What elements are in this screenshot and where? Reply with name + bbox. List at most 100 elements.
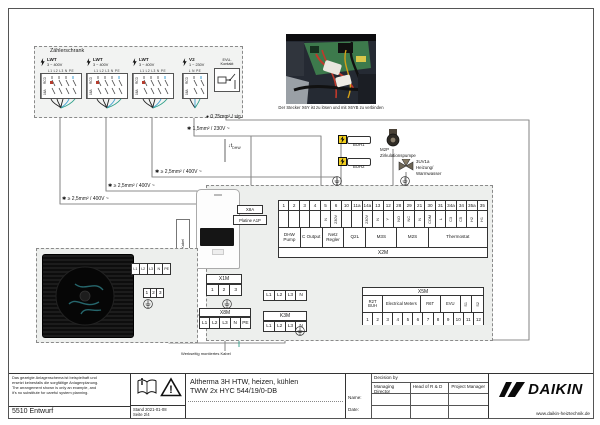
terminal-cell: 2 <box>150 289 158 297</box>
terminal-cell: 1 <box>207 285 219 295</box>
x5m-group: R2T BUH <box>363 296 384 312</box>
title-block: Das gezeigte Anlagenschema ist beispielh… <box>9 373 593 418</box>
ground-icon <box>143 299 153 309</box>
wire-stubs <box>189 99 201 109</box>
terminal-cell: 31 <box>435 201 447 210</box>
dot-icon: ● <box>206 114 210 120</box>
svg-text:!: ! <box>169 384 173 396</box>
photo-caption: Der Stecker X6Y ist zu lösen und mit X6Y… <box>278 105 384 110</box>
decision-col: Head of R & D <box>410 383 450 394</box>
ground-icon <box>400 176 410 186</box>
disclaimer-line: it's no substitute for careful system pl… <box>12 389 89 395</box>
boh1-heater-symbol <box>347 136 371 144</box>
disclaimer-line: ersetzt keinesfalls die sorgfältige Anla… <box>12 379 99 385</box>
evu-kontakt-label-2: Kontakt <box>220 62 234 67</box>
terminal-cell: PE <box>240 318 251 328</box>
terminal-cell: N <box>296 291 306 300</box>
outdoor-power-terminals: L1 L2 L3 N PE <box>131 263 171 275</box>
terminal-cell: 4 <box>310 201 321 210</box>
breaker-box: RCD 16A <box>132 73 174 99</box>
x2m-group: M3S <box>366 228 398 247</box>
doc-number: 5510 Entwurf <box>9 406 130 418</box>
terminal-cell: 3 <box>157 289 164 297</box>
terminal-cell: L3 <box>220 318 231 328</box>
terminal-cell: 8 <box>433 313 444 325</box>
outdoor-unit-drawing <box>42 254 134 338</box>
terminal-cell: L3 <box>285 322 297 331</box>
name-row-label: Name: <box>346 394 372 406</box>
terminal-cell: 12 <box>473 313 483 325</box>
terminal-cell: 10 <box>453 313 464 325</box>
terminal-cell: PE <box>163 264 170 274</box>
uv3-label: 3UV1a <box>416 159 430 164</box>
evu-kontakt: EVU- Kontakt <box>214 58 240 93</box>
decision-col: Project Manager <box>449 383 488 394</box>
cable-label-230v: ✱ 1,5mm² / 230V ~ <box>187 126 230 132</box>
x1m-label: X1M <box>206 274 242 284</box>
meter-cabinet-title: Zählerschrank <box>50 48 85 54</box>
terminal-cell: L2 <box>139 264 148 274</box>
x5m-name-bar: X5M <box>362 287 484 296</box>
drawing-title-line1: Altherma 3H HTW, heizen, kühlen <box>190 377 299 386</box>
wire-stubs <box>50 99 76 109</box>
uv3-desc1: Heizung/ <box>416 165 434 170</box>
m2p-label: M2P <box>380 147 390 152</box>
outdoor-unit-box <box>36 248 198 343</box>
breaker-voltage: 3 ~ 400V <box>139 62 155 67</box>
wire-stubs <box>96 99 122 109</box>
x8a-box: X8A <box>237 205 263 214</box>
x8m-terminals: L1 L2 L3 N PE <box>199 317 251 329</box>
breaker-voltage: 1 ~ 230V <box>189 62 205 67</box>
boh1-label: BOH1 <box>353 142 365 147</box>
breaker-wire-labels: L1 L2 L3 N PE <box>48 69 74 73</box>
drawing-title-line2: TWW 2x HYC 544/19/0-DB <box>190 386 278 395</box>
outdoor-comm-terminals: 1 2 3 <box>143 288 164 298</box>
breaker-switch-symbols <box>96 76 123 95</box>
evu-kontakt-label-1: EVU- <box>222 58 232 62</box>
boh2-heater-symbol <box>347 158 371 166</box>
x5m-group: S2 <box>472 296 483 312</box>
x2m-name-bar: X2M <box>278 248 488 258</box>
pcb-photo: Der Stecker X6Y ist zu lösen und mit X6Y… <box>278 34 384 110</box>
page-ref: Seite 2/4 <box>133 412 150 417</box>
terminal-cell: 6 <box>413 313 424 325</box>
boh2-lightning-icon <box>338 157 347 166</box>
brand-cell: DAIKIN www.daikin-heiztechnik.de <box>489 374 593 418</box>
factory-cable-note-bottom: Werkseitig montiertes Kabel <box>181 351 231 356</box>
terminal-cell: 2 <box>373 313 384 325</box>
breaker-voltage: 3 ~ 400V <box>93 62 109 67</box>
terminal-cell: L2 <box>210 318 221 328</box>
daikin-logo-mark <box>499 382 526 397</box>
terminal-cell: 13 <box>373 201 384 210</box>
m2p-desc: Zirkulationspumpe <box>380 153 416 158</box>
breaker-name: V2 <box>189 57 195 62</box>
three-way-valve-icon <box>398 159 414 172</box>
cable-label-sig: ● 0,75mm² / sig. <box>206 114 243 120</box>
lightning-icon <box>40 58 45 67</box>
terminal-cell: 35a <box>467 201 478 210</box>
x5m-group: S1 <box>460 296 473 312</box>
terminal-cell: 14a <box>362 201 374 210</box>
terminal-cell: 3 <box>230 285 242 295</box>
x2m-group: C Output <box>300 228 323 247</box>
terminal-cell: L2 <box>274 291 286 300</box>
amp-label: 16A <box>133 86 140 98</box>
terminal-cell: 34 <box>456 201 468 210</box>
terminal-cell: 1 <box>363 313 374 325</box>
relay-contact-icon <box>217 74 236 90</box>
title-cell: Altherma 3H HTW, heizen, kühlen TWW 2x H… <box>186 374 346 418</box>
breaker-wire-labels: L1 L2 L3 N PE <box>94 69 120 73</box>
divider <box>188 401 343 402</box>
breaker-switch-symbols <box>193 76 205 95</box>
x2m-group: Thermostat <box>428 228 487 247</box>
x5m-groups-row: R2T BUH Electrical Meters R6T EVU S1 S2 <box>362 296 484 313</box>
terminal-cell: 1 <box>144 289 151 297</box>
terminal-cell: 3 <box>383 313 394 325</box>
terminal-cell: L3 <box>285 291 297 300</box>
terminal-cell: 30 <box>425 201 436 210</box>
